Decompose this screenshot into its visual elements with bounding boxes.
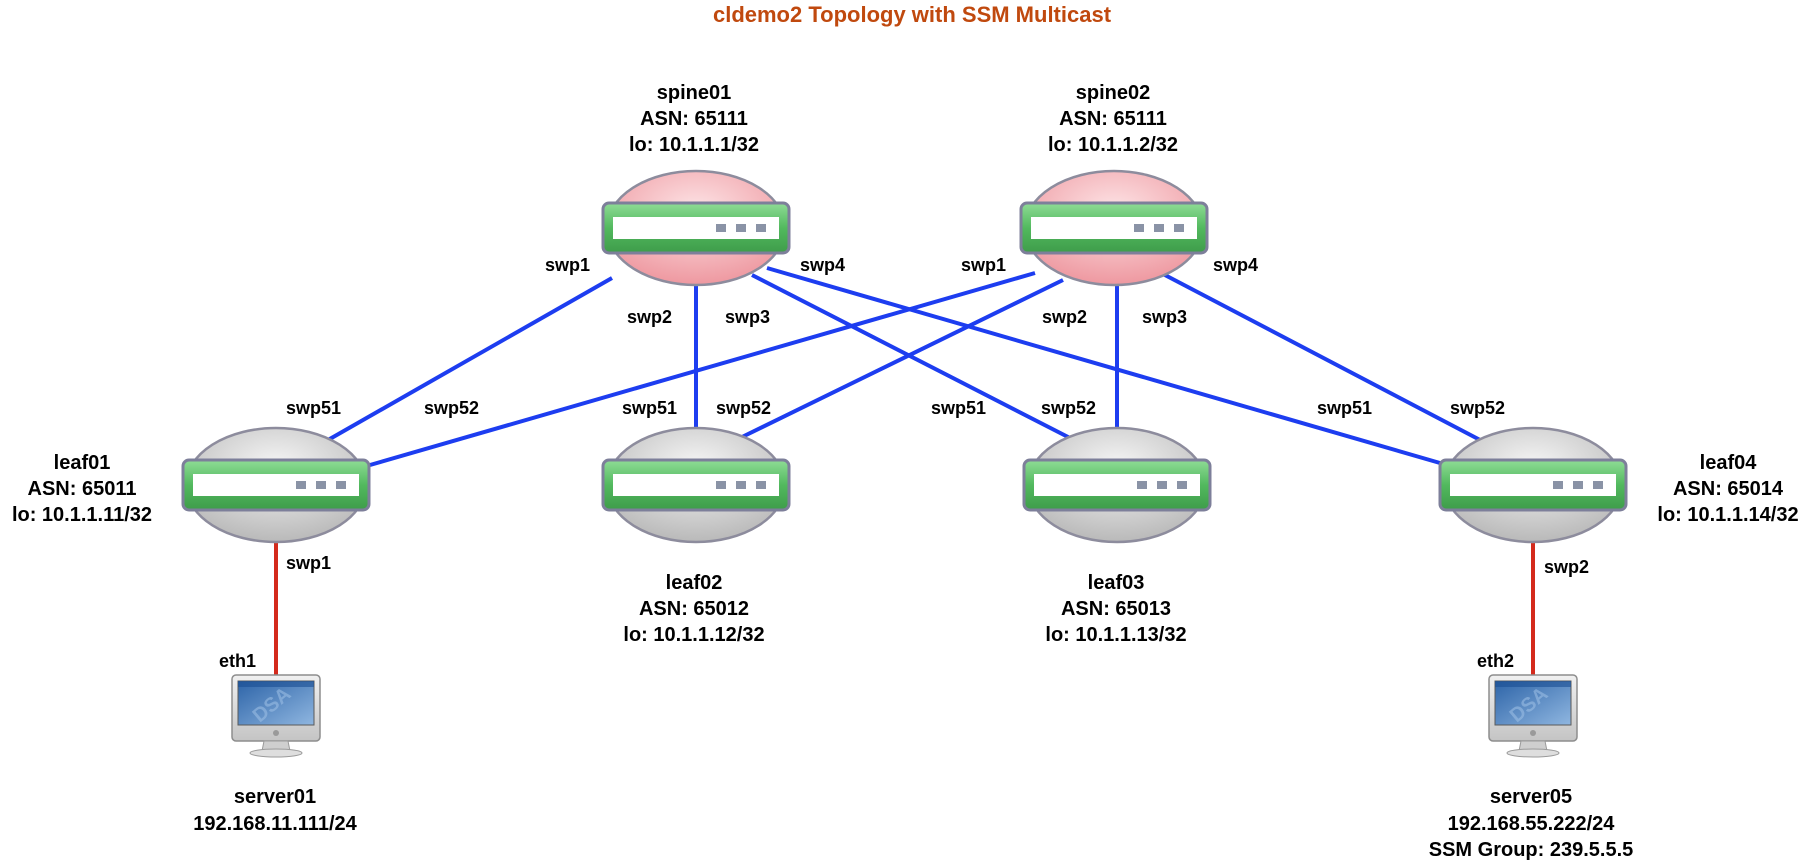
- diagram-title: cldemo2 Topology with SSM Multicast: [713, 2, 1112, 27]
- leaf02-asn: ASN: 65012: [639, 598, 749, 620]
- leaf01-port-swp51: swp51: [286, 398, 341, 418]
- spine01-asn: ASN: 65111: [640, 108, 748, 130]
- leaf04-label: leaf04 ASN: 65014 lo: 10.1.1.14/32: [1657, 452, 1798, 526]
- spine01-port-swp4: swp4: [800, 255, 845, 275]
- leaf03-port-swp51: swp51: [931, 398, 986, 418]
- switch-leaf03[interactable]: [1022, 426, 1212, 544]
- spine02-loopback: lo: 10.1.1.2/32: [1048, 134, 1178, 156]
- leaf01-loopback: lo: 10.1.1.11/32: [12, 504, 152, 526]
- server01-label: server01 192.168.11.111/24: [193, 786, 357, 835]
- switch-spine01[interactable]: [601, 169, 791, 287]
- leaf02-loopback: lo: 10.1.1.12/32: [623, 624, 764, 646]
- leaf04-asn: ASN: 65014: [1673, 478, 1784, 500]
- spine02-port-swp3: swp3: [1142, 307, 1187, 327]
- switch-leaf01[interactable]: [181, 426, 371, 544]
- server01-name: server01: [234, 786, 316, 808]
- spine01-name: spine01: [657, 82, 731, 104]
- leaf03-asn: ASN: 65013: [1061, 598, 1171, 620]
- leaf02-name: leaf02: [666, 572, 723, 594]
- link-spine02-leaf02: [739, 278, 1064, 440]
- server05-name: server05: [1490, 786, 1572, 808]
- server01-ip: 192.168.11.111/24: [193, 813, 357, 835]
- spine02-port-swp2: swp2: [1042, 307, 1087, 327]
- leaf01-asn: ASN: 65011: [28, 478, 137, 500]
- spine01-port-swp1: swp1: [545, 255, 590, 275]
- leaf04-port-swp2: swp2: [1544, 557, 1589, 577]
- leaf01-label: leaf01 ASN: 65011 lo: 10.1.1.11/32: [12, 452, 152, 526]
- link-spine02-leaf01: [369, 271, 1036, 467]
- port-labels: swp1 swp2 swp3 swp4 swp1 swp2 swp3 swp4 …: [219, 255, 1589, 671]
- leaf03-loopback: lo: 10.1.1.13/32: [1045, 624, 1186, 646]
- leaf04-loopback: lo: 10.1.1.14/32: [1657, 504, 1798, 526]
- spine02-name: spine02: [1076, 82, 1150, 104]
- link-spine02-leaf04: [1162, 272, 1483, 443]
- leaf04-port-swp51: swp51: [1317, 398, 1372, 418]
- leaf01-port-swp1: swp1: [286, 553, 331, 573]
- leaf02-port-swp51: swp51: [622, 398, 677, 418]
- leaf03-port-swp52: swp52: [1041, 398, 1096, 418]
- leaf03-name: leaf03: [1088, 572, 1145, 594]
- switch-spine02[interactable]: [1019, 169, 1209, 287]
- spine01-label: spine01 ASN: 65111 lo: 10.1.1.1/32: [629, 82, 759, 156]
- leaf01-port-swp52: swp52: [424, 398, 479, 418]
- leaf02-port-swp52: swp52: [716, 398, 771, 418]
- link-spine01-leaf04: [766, 266, 1441, 465]
- leaf01-name: leaf01: [54, 452, 111, 474]
- spine01-port-swp3: swp3: [725, 307, 770, 327]
- spine02-asn: ASN: 65111: [1059, 108, 1167, 130]
- server01-port-eth1: eth1: [219, 651, 256, 671]
- server01-computer-icon[interactable]: DSA: [231, 674, 321, 758]
- server05-ip: 192.168.55.222/24: [1448, 813, 1616, 835]
- leaf04-name: leaf04: [1700, 452, 1758, 474]
- spine01-loopback: lo: 10.1.1.1/32: [629, 134, 759, 156]
- server05-ssm-group: SSM Group: 239.5.5.5: [1429, 839, 1634, 860]
- link-spine01-leaf01: [327, 276, 613, 442]
- host-links: [274, 543, 1535, 675]
- switch-leaf02[interactable]: [601, 426, 791, 544]
- leaf04-port-swp52: swp52: [1450, 398, 1505, 418]
- spine02-port-swp1: swp1: [961, 255, 1006, 275]
- spine02-port-swp4: swp4: [1213, 255, 1258, 275]
- server05-computer-icon[interactable]: DSA: [1488, 674, 1578, 758]
- server05-label: server05 192.168.55.222/24 SSM Group: 23…: [1429, 786, 1634, 860]
- leaf02-label: leaf02 ASN: 65012 lo: 10.1.1.12/32: [623, 572, 764, 646]
- spine01-port-swp2: swp2: [627, 307, 672, 327]
- spine02-label: spine02 ASN: 65111 lo: 10.1.1.2/32: [1048, 82, 1178, 156]
- fabric-links: [327, 266, 1483, 467]
- server05-port-eth2: eth2: [1477, 651, 1514, 671]
- leaf03-label: leaf03 ASN: 65013 lo: 10.1.1.13/32: [1045, 572, 1186, 646]
- switch-leaf04[interactable]: [1438, 426, 1628, 544]
